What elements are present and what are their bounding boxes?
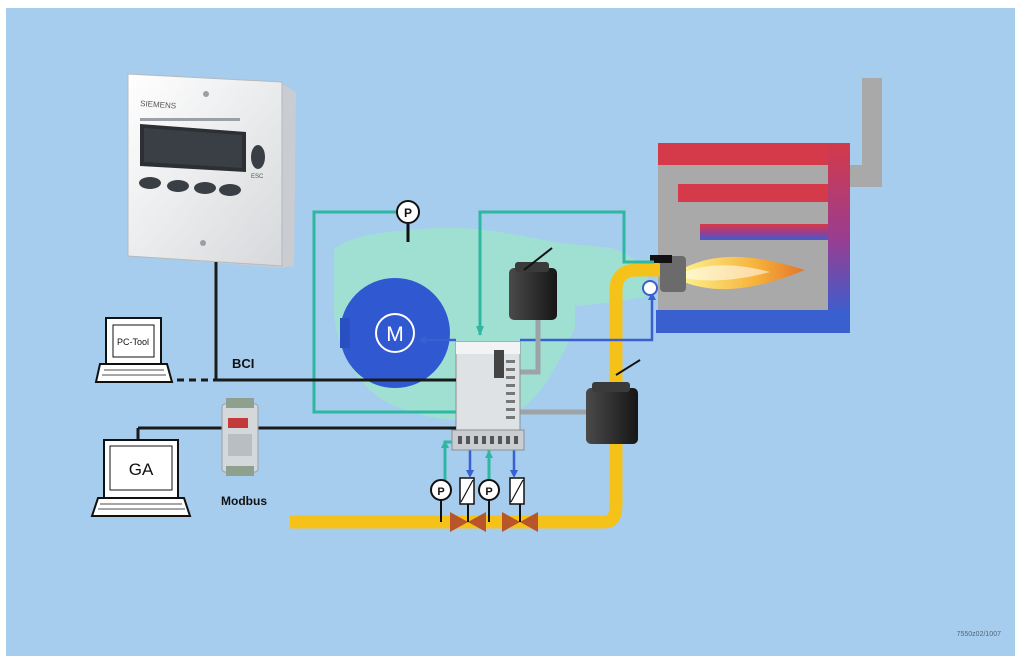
ignition-electrode	[650, 255, 672, 263]
svg-text:P: P	[404, 206, 412, 220]
laptop-pc-tool-label: PC-Tool	[117, 337, 149, 347]
burner-controller	[451, 341, 525, 451]
laptop-ga: GA	[90, 439, 192, 517]
panel-button-1[interactable]	[139, 177, 161, 189]
chimney	[862, 78, 882, 186]
gas-pressure-switch-1: P	[430, 479, 452, 501]
gas-valve-1	[450, 504, 486, 532]
boiler-return-water	[656, 310, 850, 333]
air-damper-actuator	[509, 247, 557, 320]
boiler-top-water	[658, 143, 850, 165]
esc-button[interactable]	[251, 145, 265, 169]
gas-pressure-switch-2: P	[478, 479, 500, 501]
panel-button-4[interactable]	[219, 184, 241, 196]
valve-coil-2	[509, 477, 525, 505]
valve-coil-1	[459, 477, 475, 505]
air-pressure-switch: P	[396, 200, 420, 224]
panel-button-3[interactable]	[194, 182, 216, 194]
boiler-side-water	[828, 143, 850, 315]
brand-logo: SIEMENS	[140, 99, 177, 110]
panel-button-2[interactable]	[167, 180, 189, 192]
flame-detector-icon	[642, 280, 658, 296]
fan-motor	[340, 278, 450, 388]
bci-label: BCI	[232, 356, 254, 371]
signal-lines	[425, 295, 654, 472]
boiler-flue-2	[700, 224, 828, 240]
laptop-pc-tool: PC-Tool	[94, 317, 174, 383]
motor-label: M	[386, 323, 404, 346]
burner-head	[660, 256, 686, 292]
boiler-flue-1	[678, 184, 828, 202]
gas-valve-2	[502, 504, 538, 532]
gas-damper-actuator	[586, 382, 638, 444]
panel-buttons	[139, 145, 265, 196]
laptop-ga-label: GA	[129, 460, 154, 479]
svg-text:P: P	[485, 486, 492, 498]
esc-button-label: ESC	[251, 174, 264, 180]
svg-text:P: P	[437, 486, 444, 498]
figure-code: 7550z02/1007	[957, 631, 1001, 638]
boiler	[650, 78, 882, 333]
display-unit: SIEMENS ESC	[127, 73, 296, 268]
modbus-converter	[221, 398, 259, 476]
modbus-label: Modbus	[221, 494, 267, 508]
